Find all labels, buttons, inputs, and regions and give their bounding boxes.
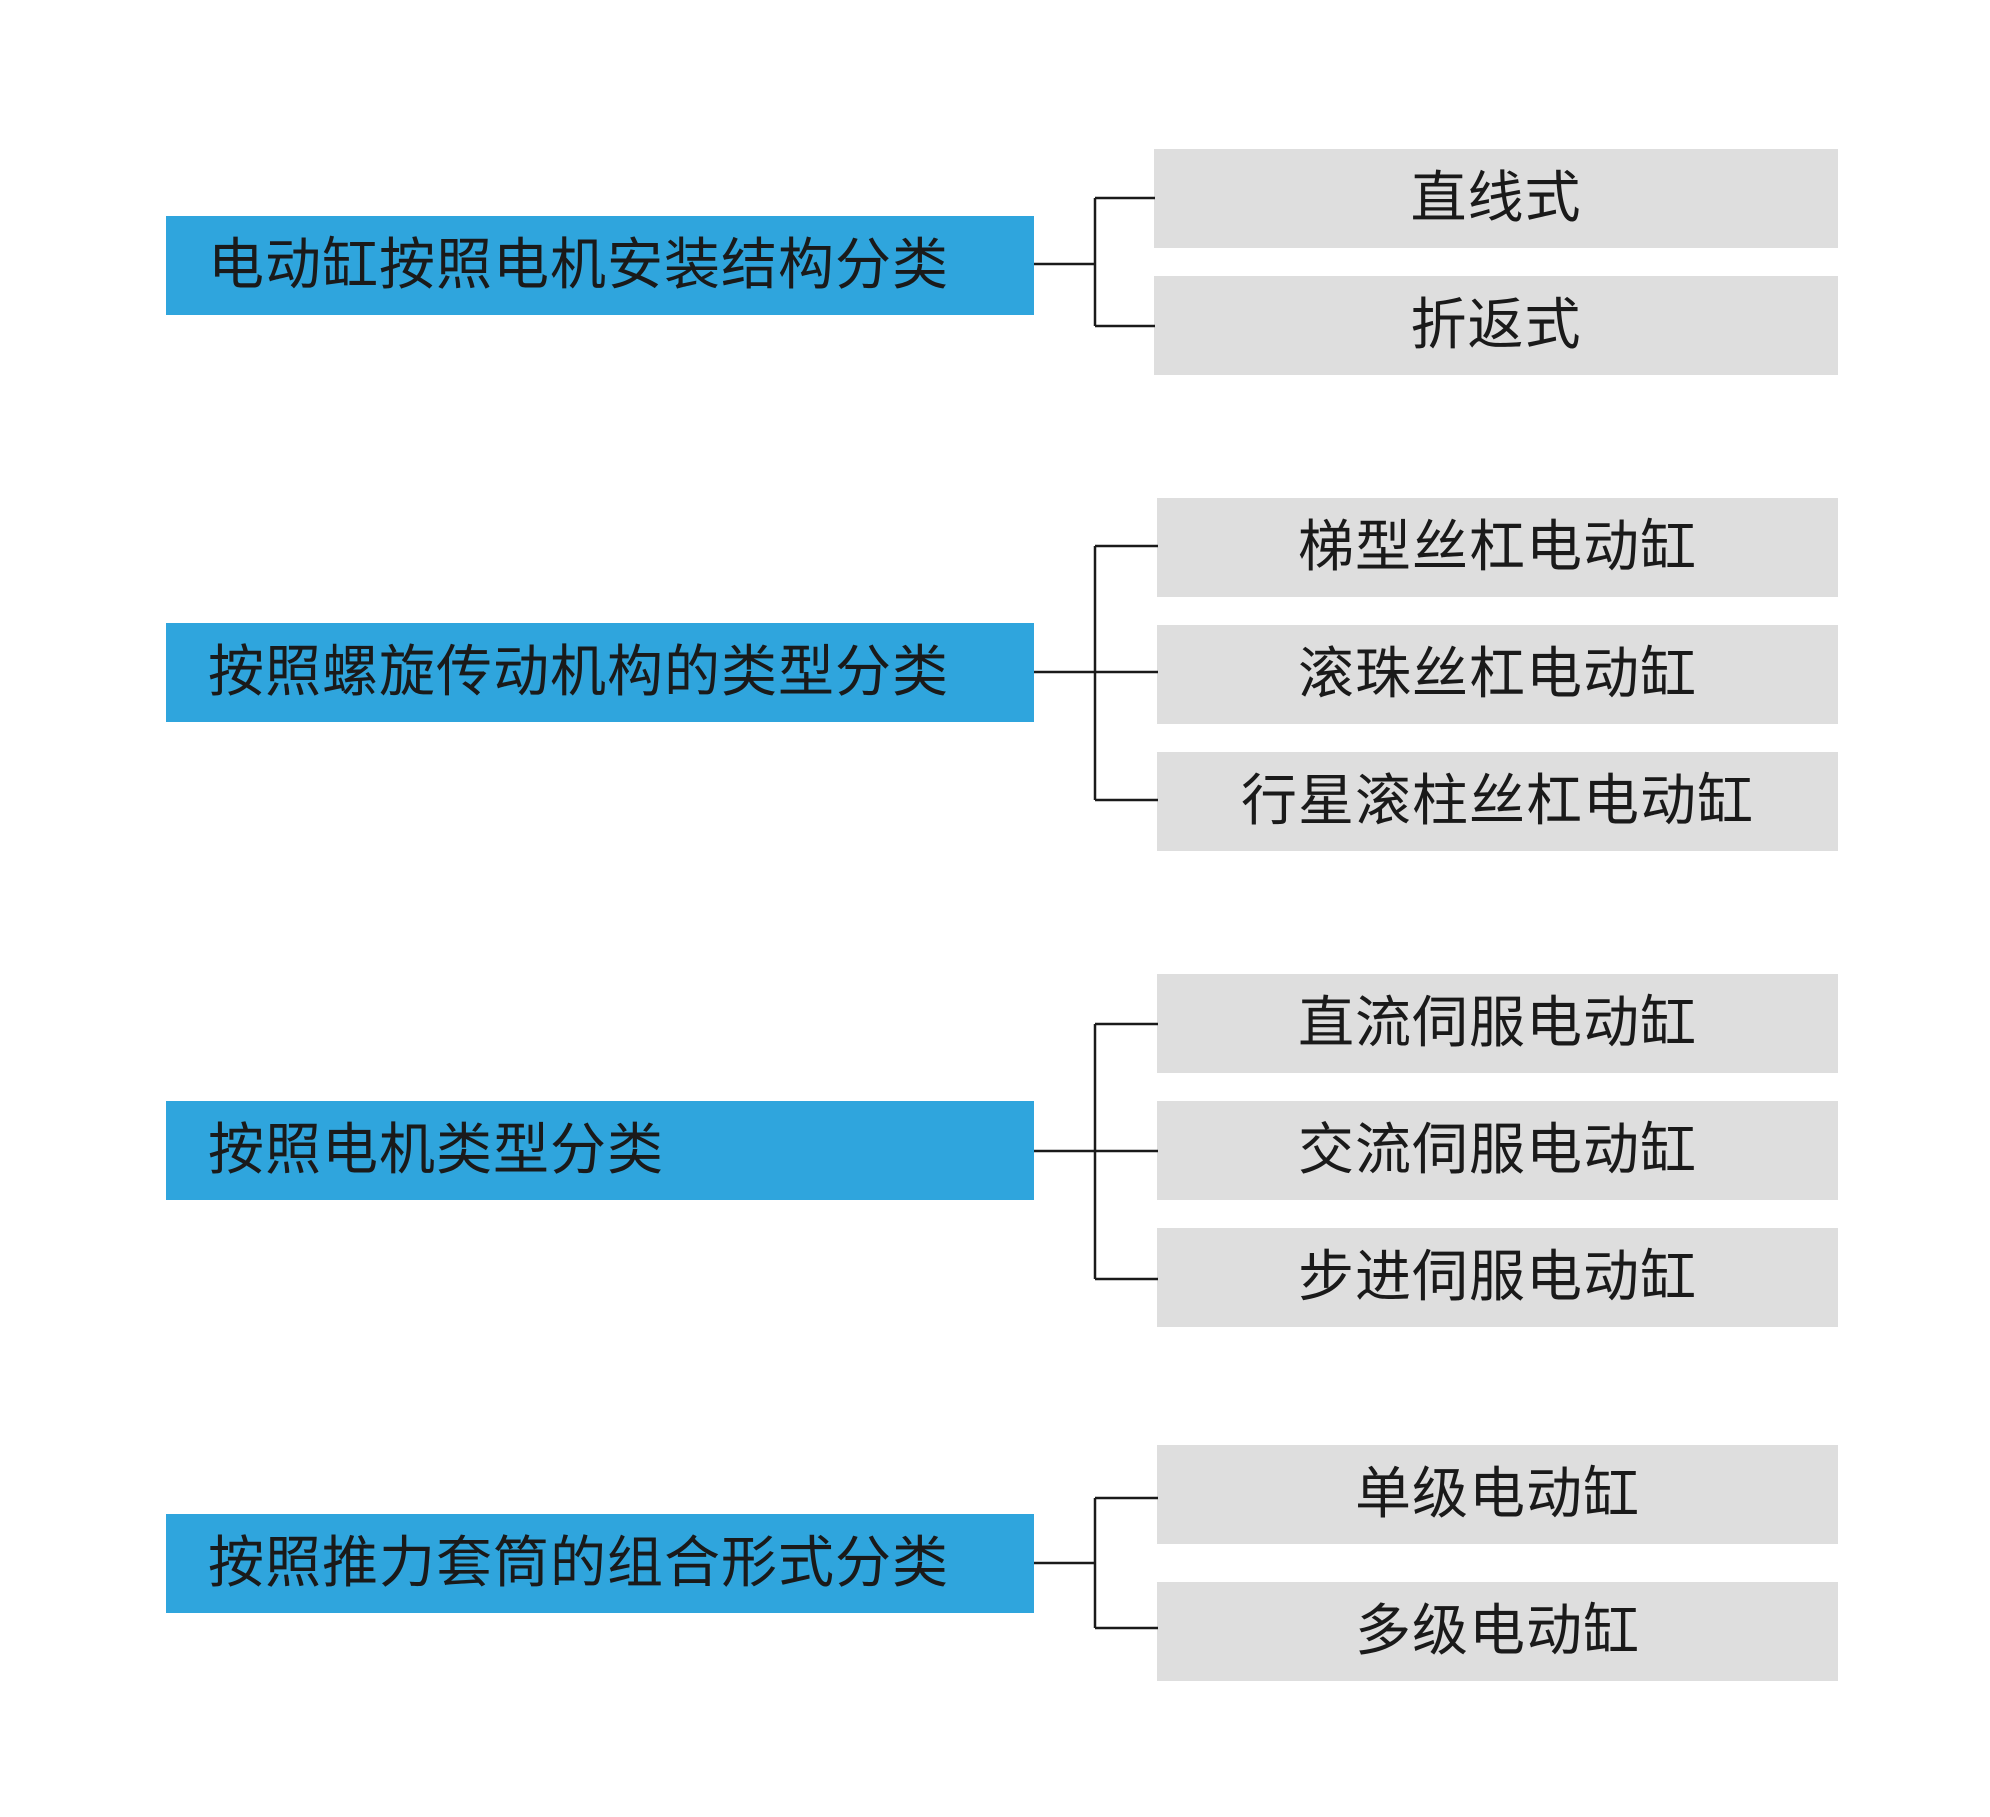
type-label: 梯型丝杠电动缸 [1298, 514, 1697, 580]
type-box-stepper-servo: 步进伺服电动缸 [1157, 1228, 1838, 1327]
category-label: 按照推力套筒的组合形式分类 [208, 1530, 949, 1596]
type-box-single-stage: 单级电动缸 [1157, 1445, 1838, 1544]
type-box-ac-servo: 交流伺服电动缸 [1157, 1101, 1838, 1200]
category-box-screw-mechanism: 按照螺旋传动机构的类型分类 [166, 623, 1034, 722]
type-box-trapezoidal-screw: 梯型丝杠电动缸 [1157, 498, 1838, 597]
type-box-ball-screw: 滚珠丝杠电动缸 [1157, 625, 1838, 724]
type-label: 直线式 [1410, 165, 1582, 231]
type-label: 步进伺服电动缸 [1298, 1244, 1697, 1310]
type-box-straight: 直线式 [1154, 149, 1838, 248]
category-label: 按照螺旋传动机构的类型分类 [208, 639, 949, 705]
type-label: 单级电动缸 [1355, 1461, 1640, 1527]
type-label: 折返式 [1410, 292, 1582, 358]
category-box-motor-type: 按照电机类型分类 [166, 1101, 1034, 1200]
type-box-folded: 折返式 [1154, 276, 1838, 375]
category-label: 按照电机类型分类 [208, 1117, 664, 1183]
type-label: 交流伺服电动缸 [1298, 1117, 1697, 1183]
type-label: 行星滚柱丝杠电动缸 [1241, 768, 1754, 834]
category-box-thrust-sleeve: 按照推力套筒的组合形式分类 [166, 1514, 1034, 1613]
type-label: 直流伺服电动缸 [1298, 990, 1697, 1056]
type-box-planetary-roller-screw: 行星滚柱丝杠电动缸 [1157, 752, 1838, 851]
type-label: 滚珠丝杠电动缸 [1298, 641, 1697, 707]
type-box-dc-servo: 直流伺服电动缸 [1157, 974, 1838, 1073]
category-label: 电动缸按照电机安装结构分类 [208, 232, 949, 298]
type-label: 多级电动缸 [1355, 1598, 1640, 1664]
category-box-installation-structure: 电动缸按照电机安装结构分类 [166, 216, 1034, 315]
type-box-multi-stage: 多级电动缸 [1157, 1582, 1838, 1681]
